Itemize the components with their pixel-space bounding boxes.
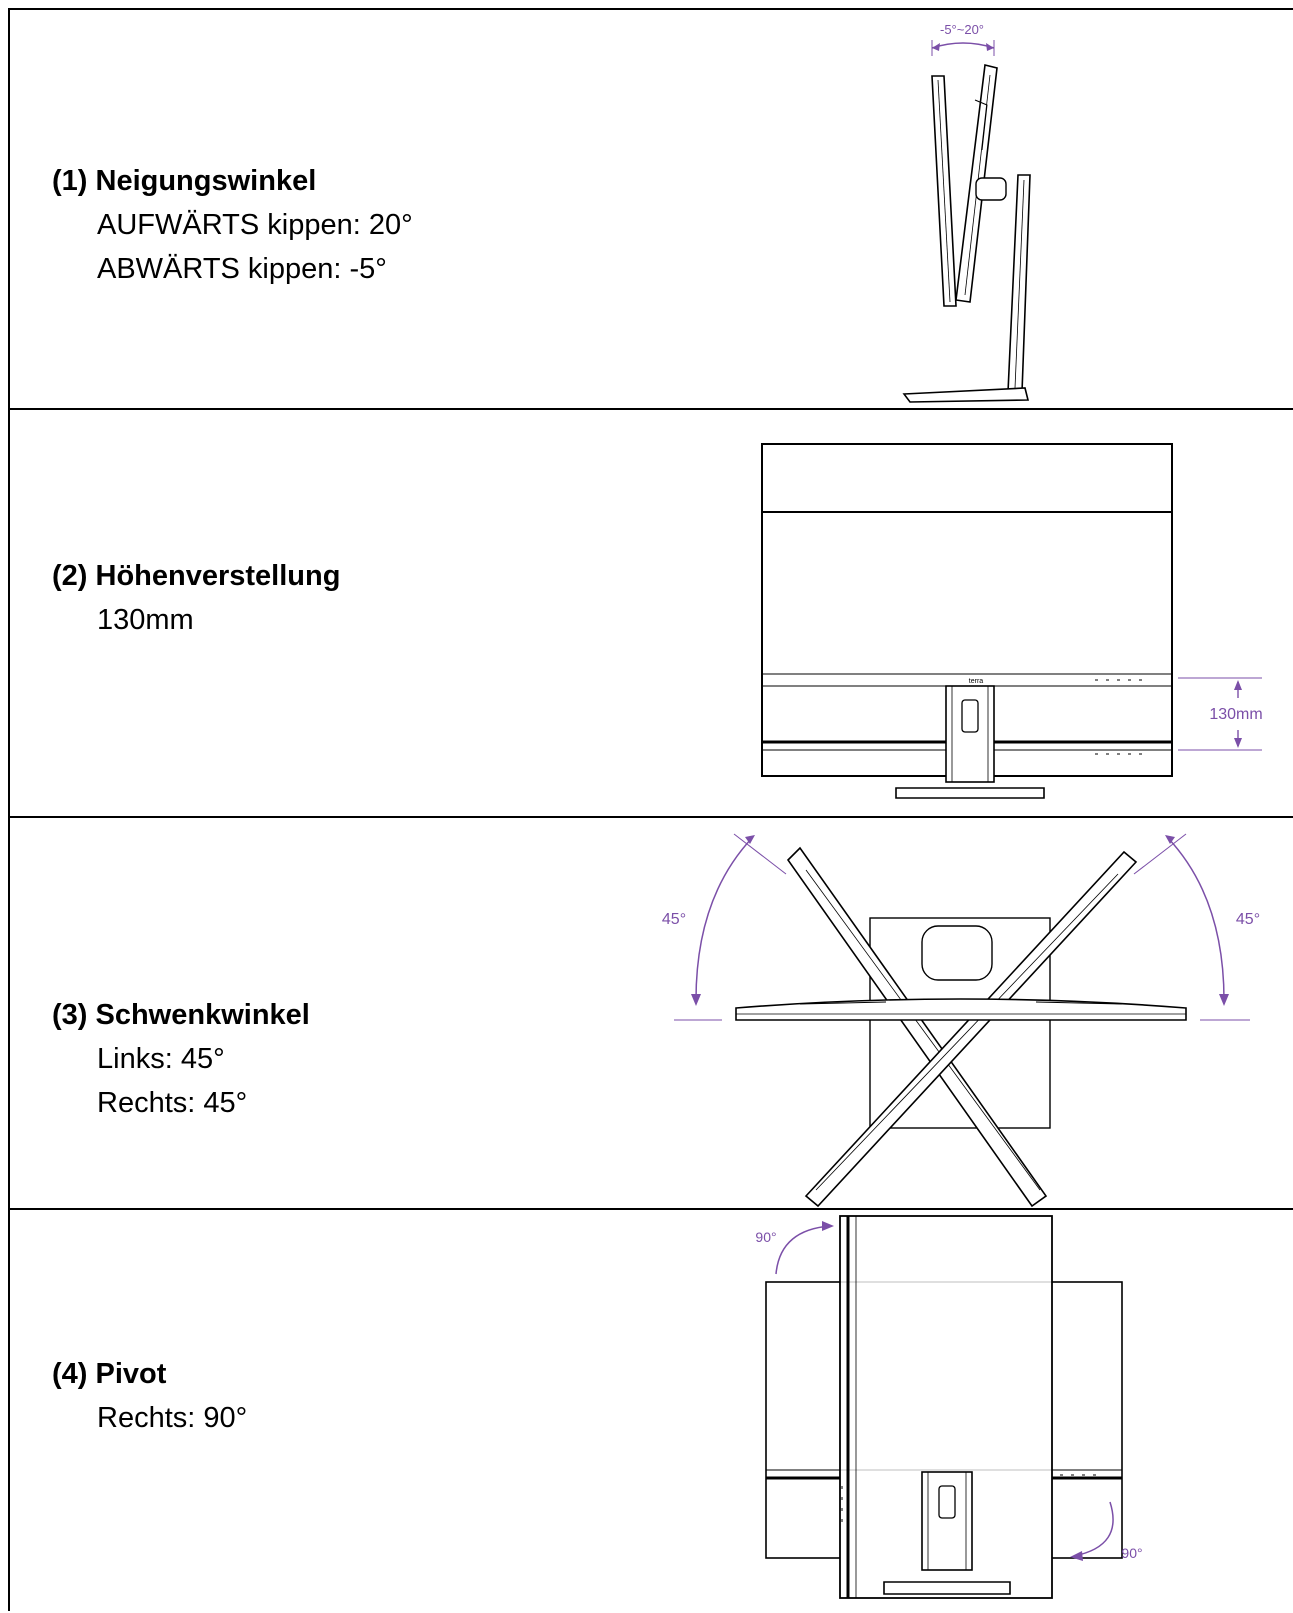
section-line: 130mm (97, 604, 194, 636)
pivot-arc-bottom (1073, 1501, 1114, 1557)
tilt-angle-label: -5°~20° (940, 22, 984, 37)
stand-hinge (975, 177, 1007, 201)
screen-front (735, 998, 1187, 1021)
tilt-figure: -5°~20° (902, 22, 1031, 403)
section-line: Rechts: 90° (97, 1402, 248, 1434)
swivel-label-left: 45° (662, 911, 686, 928)
buttons-row (1095, 679, 1148, 755)
screen-swivel-left (786, 846, 1048, 1208)
spec-table: (1) Neigungswinkel AUFWÄRTS kippen: 20° … (8, 8, 1293, 1611)
cable-hole (938, 1485, 956, 1519)
swivel-figure: 45° 45° (662, 833, 1260, 1208)
height-label: 130mm (1209, 706, 1262, 723)
section-line: ABWÄRTS kippen: -5° (97, 253, 387, 285)
stand-base (883, 1581, 1011, 1595)
stand-neck (921, 925, 993, 981)
tilt-arrow-left (932, 43, 940, 51)
pivot-label-top: 90° (755, 1229, 776, 1245)
section-tilt: (1) Neigungswinkel AUFWÄRTS kippen: 20° … (10, 10, 1293, 410)
section-heading: (1) Neigungswinkel (52, 165, 317, 197)
section-pivot-text: (4) Pivot Rechts: 90° (52, 1360, 247, 1433)
section-pivot: (4) Pivot Rechts: 90° (10, 1210, 1293, 1613)
section-tilt-text: (1) Neigungswinkel AUFWÄRTS kippen: 20° … (52, 167, 413, 284)
dim-arrow-down (1234, 738, 1242, 748)
screen-swivel-right (804, 850, 1138, 1208)
swivel-arc-left (695, 837, 753, 1001)
section-height-text: (2) Höhenverstellung 130mm (52, 562, 340, 635)
stand-base (895, 787, 1045, 799)
pivot-figure: 90° 90° (755, 1215, 1143, 1599)
section-heading: (4) Pivot (52, 1358, 167, 1390)
pivot-label-bottom: 90° (1121, 1545, 1142, 1561)
section-height: (2) Höhenverstellung 130mm terra terra (10, 410, 1293, 818)
tilt-arrow-right (986, 43, 994, 51)
buttons-row (841, 1474, 1100, 1530)
swivel-arc-right (1167, 837, 1225, 1001)
dim-arrow-up (1234, 680, 1242, 690)
section-line: Rechts: 45° (97, 1087, 248, 1119)
section-line: Links: 45° (97, 1043, 225, 1075)
stand-neck (1007, 174, 1031, 393)
brand-logo: terra (969, 678, 984, 685)
section-heading: (2) Höhenverstellung (52, 560, 341, 592)
section-swivel: (3) Schwenkwinkel Links: 45° Rechts: 45° (10, 818, 1293, 1210)
cable-hole (961, 699, 979, 733)
height-figure: terra terra 130mm (761, 443, 1263, 799)
pivot-arc-top (775, 1225, 831, 1275)
section-swivel-text: (3) Schwenkwinkel Links: 45° Rechts: 45° (52, 1001, 310, 1118)
section-heading: (3) Schwenkwinkel (52, 999, 310, 1031)
section-line: AUFWÄRTS kippen: 20° (97, 209, 413, 241)
tilt-arc (931, 42, 995, 49)
stand-base (902, 387, 1030, 403)
swivel-label-right: 45° (1236, 911, 1260, 928)
